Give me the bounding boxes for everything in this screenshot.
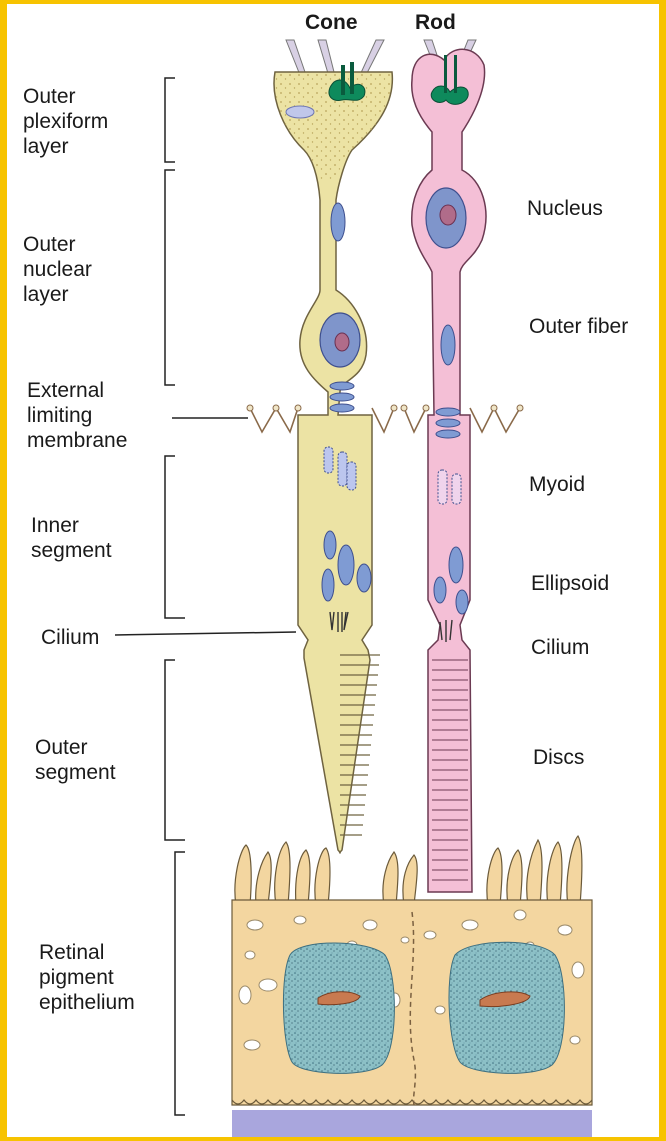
label-myoid: Myoid [529, 472, 585, 497]
rod-heading: Rod [415, 10, 456, 35]
bruch-membrane [232, 1110, 592, 1137]
rpe-layer [232, 836, 592, 1137]
label-outer-fiber: Outer fiber [529, 314, 628, 339]
label-cilium-right: Cilium [531, 635, 589, 660]
label-external-limiting-membrane: External limiting membrane [27, 378, 127, 453]
rpe-nucleus-right [449, 942, 564, 1073]
label-outer-plexiform-layer: Outer plexiform layer [23, 84, 108, 159]
label-nucleus: Nucleus [527, 196, 603, 221]
label-retinal-pigment-epithelium: Retinal pigment epithelium [39, 940, 135, 1015]
label-discs: Discs [533, 745, 584, 770]
label-cilium-left: Cilium [41, 625, 99, 650]
label-outer-nuclear-layer: Outer nuclear layer [23, 232, 92, 307]
cone-heading: Cone [305, 10, 358, 35]
cone-cell [274, 40, 392, 853]
label-outer-segment: Outer segment [35, 735, 116, 785]
rod-cell [412, 40, 486, 892]
figure-frame: Cone Rod Outer plexiform layer Outer nuc… [7, 4, 659, 1137]
rpe-nucleus-left [283, 943, 394, 1073]
label-ellipsoid: Ellipsoid [531, 571, 609, 596]
label-inner-segment: Inner segment [31, 513, 112, 563]
muller-junctions [247, 405, 523, 432]
rpe-microvilli [235, 836, 582, 905]
